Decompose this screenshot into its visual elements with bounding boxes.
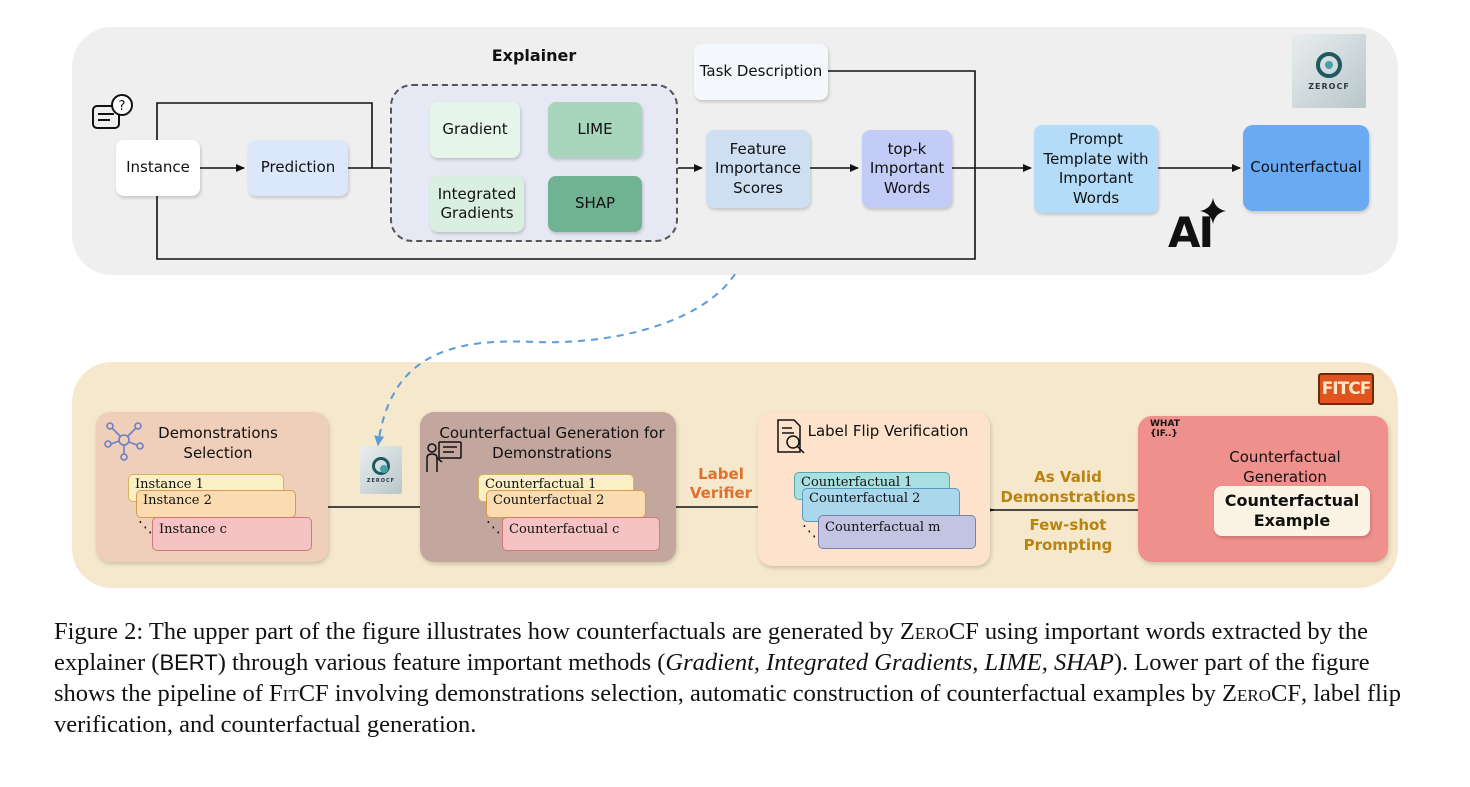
caption-methods: Gradient, Integrated Gradients, LIME, SH…	[665, 649, 1114, 676]
topk-words-box: top-k Important Words	[862, 130, 952, 208]
demo-counterfactual-2: Counterfactual 2	[486, 490, 646, 518]
fitcf-logo: FITCF	[1318, 373, 1374, 405]
svg-text:?: ?	[119, 99, 126, 114]
caption-part-4: ). Lower part of the figure shows the pi…	[54, 649, 1370, 707]
counterfactual-example-box: Counterfactual Example	[1214, 486, 1370, 536]
zerocf-logo-small: ZEROCF	[360, 446, 402, 494]
explainer-title: Explainer	[491, 46, 577, 65]
lime-box: LIME	[548, 102, 642, 158]
demonstrations-selection-title: Demonstrations Selection	[158, 424, 278, 462]
caption-zerocf: ZeroCF	[899, 618, 979, 645]
ai-logo: AI	[1168, 208, 1214, 257]
caption-part-1: Figure 2: The upper part of the figure i…	[54, 618, 900, 645]
demo-counterfactual-c: Counterfactual c	[502, 517, 660, 551]
caption-part-6: , label flip verification, and counterfa…	[54, 680, 1401, 738]
as-valid-demonstrations-text: As Valid Demonstrations	[1000, 468, 1136, 506]
ellipsis-demo-cfs: ⋱	[486, 518, 501, 536]
zerocf-logo-icon	[1316, 51, 1342, 78]
counterfactual-box: Counterfactual	[1243, 125, 1369, 211]
caption-part-5: involving demonstrations selection, auto…	[328, 680, 1223, 707]
what-if-logo: WHAT {IF..}	[1150, 419, 1180, 440]
instance-c: Instance c	[152, 517, 312, 551]
caption-bert: BERT	[159, 650, 218, 675]
sparkle-icon	[1200, 198, 1226, 224]
counterfactual-generation-title: Counterfactual Generation	[1229, 448, 1341, 486]
question-chat-icon: ?	[92, 94, 133, 129]
line-instance-bottom	[156, 168, 976, 260]
zerocf-logo: ZEROCF	[1292, 34, 1366, 108]
gradient-box: Gradient	[430, 102, 520, 158]
line-task-description	[828, 70, 976, 168]
integrated-gradients-box: Integrated Gradients	[430, 176, 524, 232]
ellipsis-instances: ⋱	[138, 518, 153, 536]
document-search-icon	[777, 419, 805, 454]
feature-importance-box: Feature Importance Scores	[706, 130, 810, 208]
label-flip-title: Label Flip Verification	[807, 422, 969, 440]
caption-zerocf-2: ZeroCF	[1222, 680, 1301, 707]
figure-caption: Figure 2: The upper part of the figure i…	[54, 616, 1424, 740]
prediction-box: Prediction	[248, 140, 348, 196]
few-shot-prompting-text: Few-shot Prompting	[1023, 516, 1113, 554]
prompt-template-box: Prompt Template with Important Words	[1034, 125, 1158, 213]
network-icon	[104, 422, 144, 461]
cf-generation-demonstrations-title: Counterfactual Generation for Demonstrat…	[439, 424, 665, 462]
dashed-link-zerocf	[374, 273, 736, 446]
zerocf-logo-small-icon	[372, 456, 390, 475]
label-verifier-text: Label Verifier	[689, 465, 753, 502]
instance-2: Instance 2	[136, 490, 296, 518]
caption-part-2: using important words extracted by the e…	[54, 618, 1368, 676]
instance-box: Instance	[116, 140, 200, 196]
caption-fitcf: FitCF	[269, 680, 329, 707]
caption-part-3: ) through various feature important meth…	[217, 649, 666, 676]
presenter-icon	[426, 441, 462, 472]
shap-box: SHAP	[548, 176, 642, 232]
ellipsis-valid-cfs: ⋱	[802, 522, 817, 540]
task-description-box: Task Description	[694, 44, 828, 100]
line-instance-explainer	[156, 102, 373, 168]
valid-counterfactual-m: Counterfactual m	[818, 515, 976, 549]
